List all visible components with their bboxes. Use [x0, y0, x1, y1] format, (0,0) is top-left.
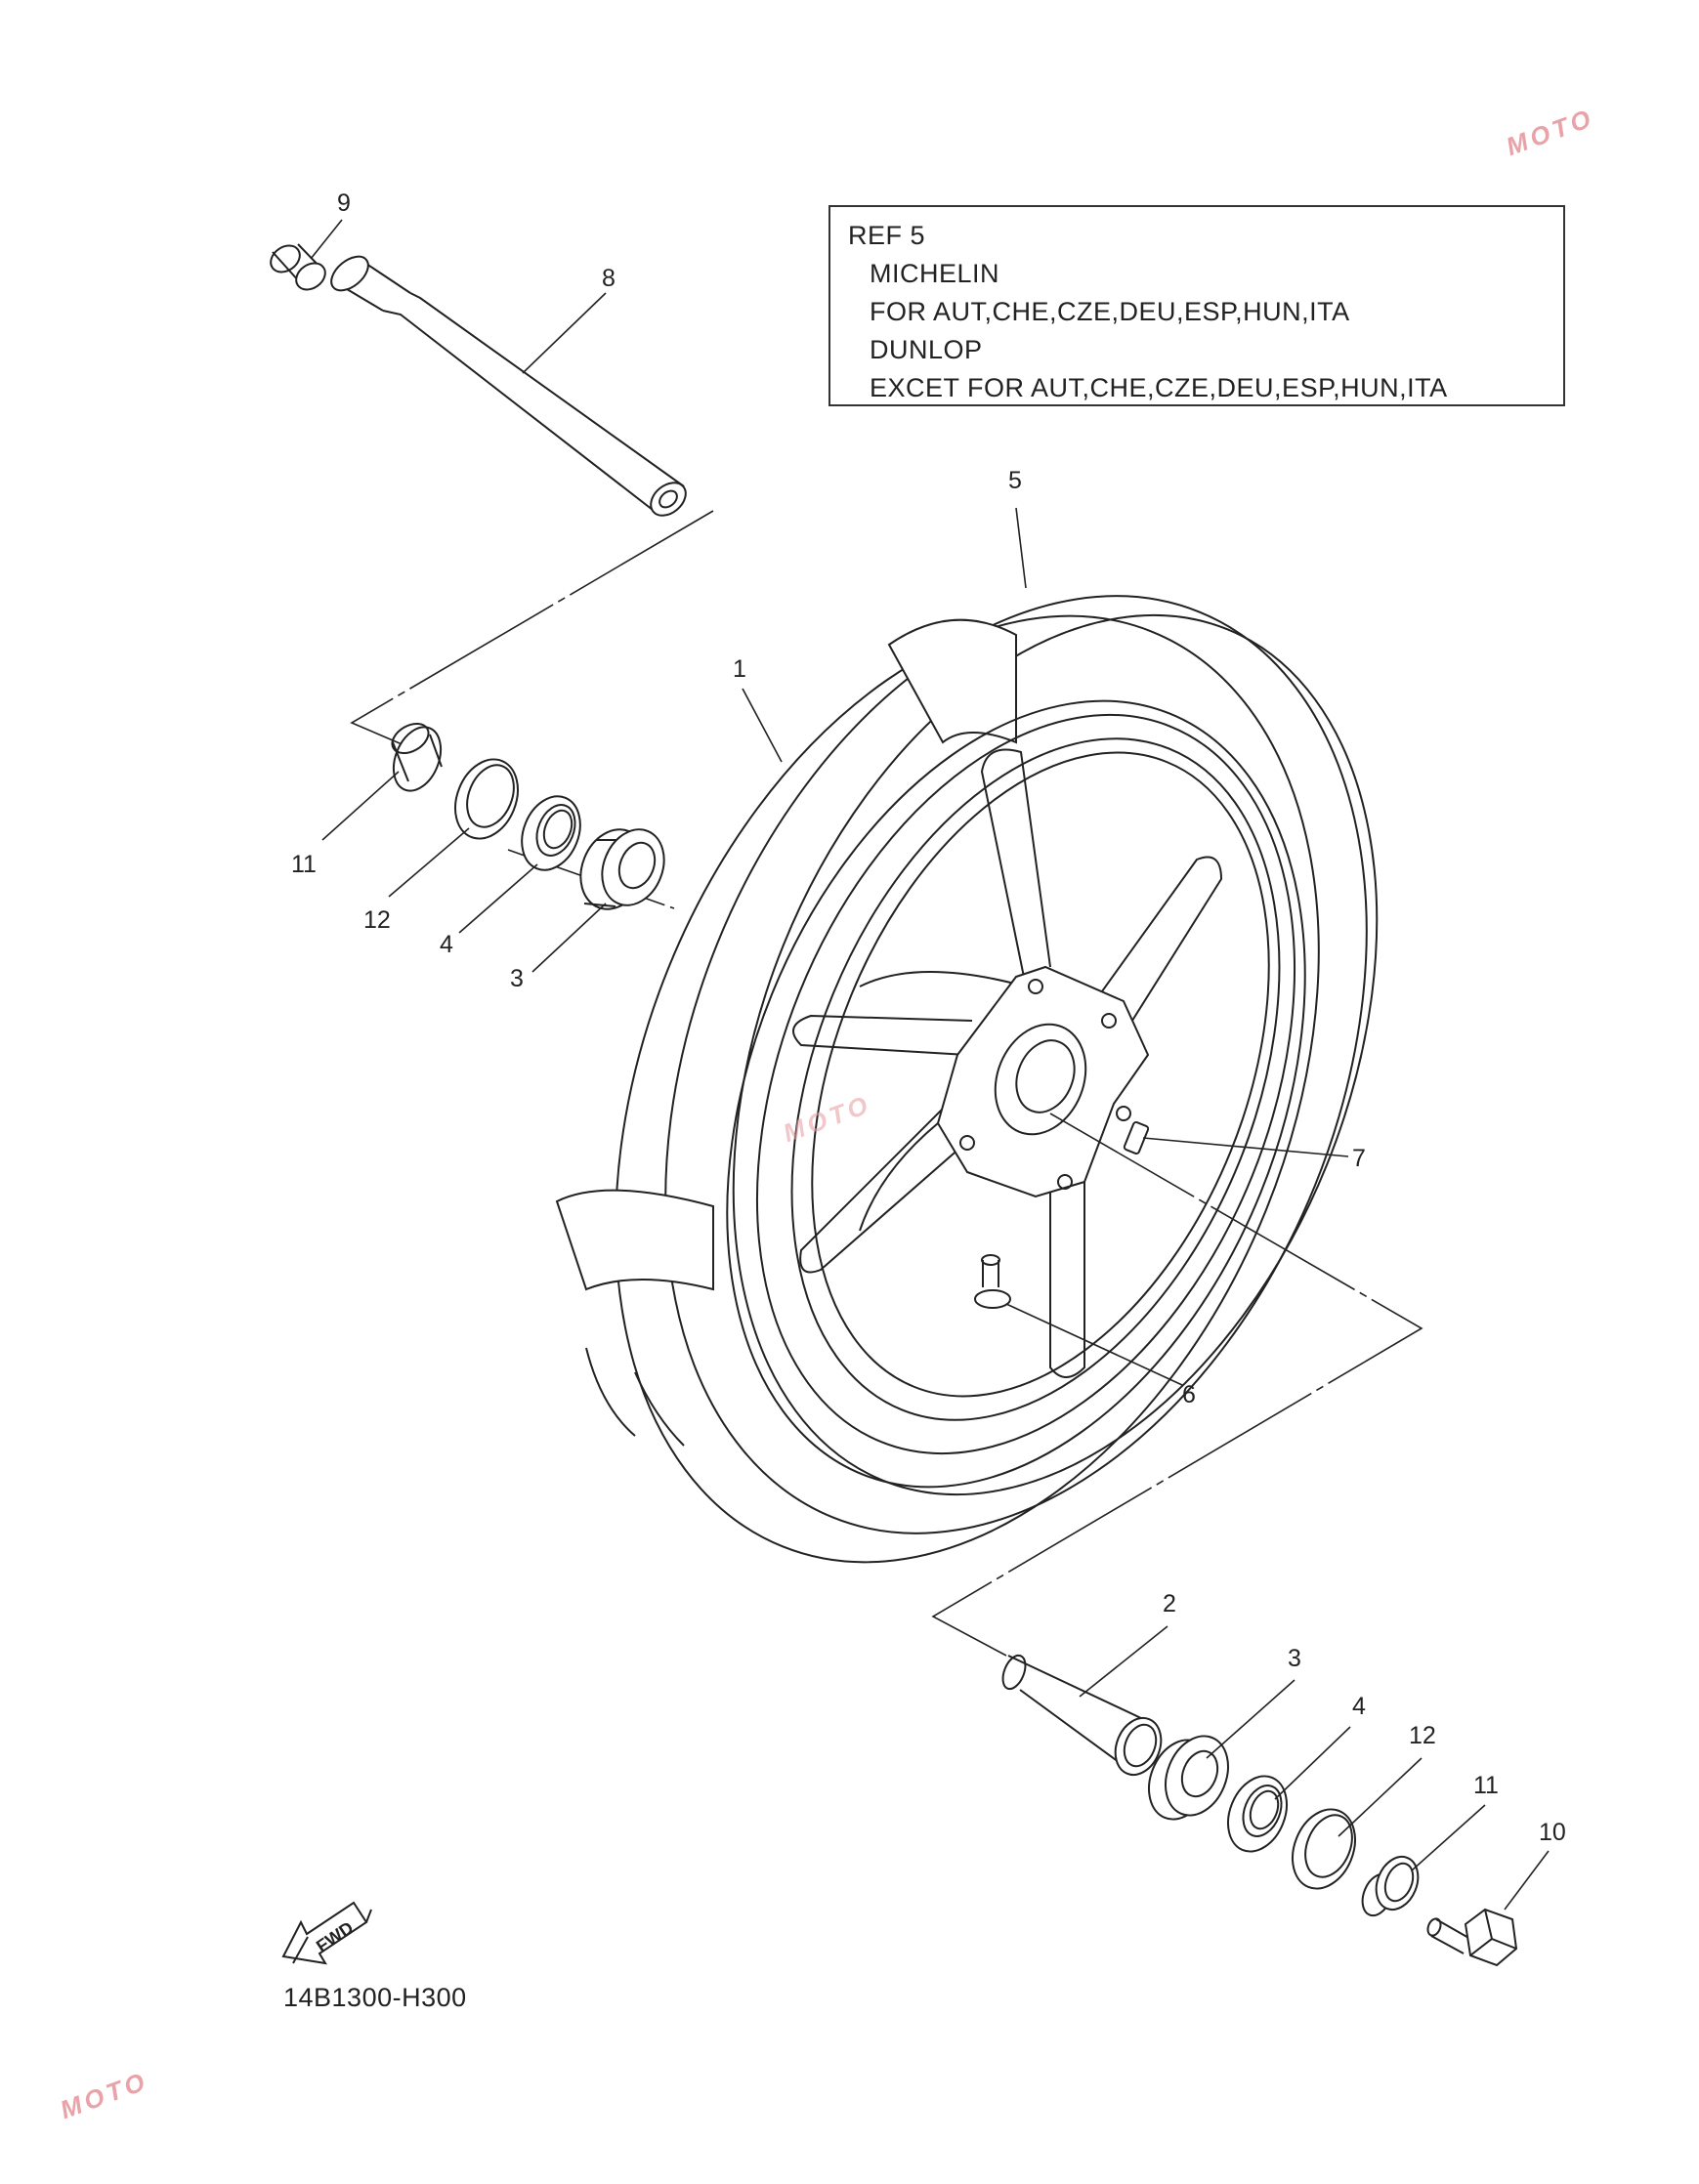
fwd-arrow-icon: FWD	[281, 1901, 372, 1965]
callout-9: 9	[337, 189, 351, 217]
part-11-collar-left	[391, 722, 443, 792]
diagram-code: 14B1300-H300	[283, 1983, 467, 2012]
callout-10: 10	[1539, 1819, 1566, 1846]
callout-12-left: 12	[363, 906, 391, 934]
part-5-tire	[555, 595, 1379, 1564]
callout-labels: 9 8 5 1 11 12 4 3 7 6 2 3 4 12 11 10	[291, 189, 1566, 1846]
part-2-spacer	[1001, 1654, 1163, 1777]
callout-11-left: 11	[291, 851, 317, 878]
part-1-rim	[726, 699, 1306, 1489]
part-7-balance-weight	[1123, 1121, 1150, 1155]
callout-3-left: 3	[510, 965, 524, 992]
part-3-bearing-left	[579, 828, 665, 910]
part-4-bearing-right	[1227, 1775, 1288, 1853]
callout-7: 7	[1352, 1145, 1366, 1172]
callout-4-left: 4	[440, 931, 453, 958]
ref-line-3: FOR AUT,CHE,CZE,DEU,ESP,HUN,ITA	[870, 297, 1350, 326]
callout-6: 6	[1182, 1381, 1196, 1408]
leader-lines	[310, 219, 1550, 1911]
part-12-oil-seal-right	[1292, 1808, 1356, 1890]
ref-line-5: EXCET FOR AUT,CHE,CZE,DEU,ESP,HUN,ITA	[870, 373, 1448, 402]
callout-3-right: 3	[1288, 1645, 1301, 1672]
callout-12-right: 12	[1409, 1722, 1436, 1749]
part-9-collar	[270, 243, 326, 291]
part-10-bolt	[1426, 1908, 1518, 1967]
callout-5: 5	[1008, 467, 1022, 494]
callout-11-right: 11	[1473, 1772, 1499, 1799]
wheel-hub	[936, 965, 1150, 1198]
assembly-line-lower	[931, 1113, 1423, 1657]
part-6-valve	[974, 1254, 1011, 1309]
ref-line-2: MICHELIN	[870, 259, 1000, 288]
callout-4-right: 4	[1352, 1693, 1366, 1720]
reference-note-box: REF 5 MICHELIN FOR AUT,CHE,CZE,DEU,ESP,H…	[828, 205, 1565, 406]
part-3-bearing-right	[1148, 1735, 1229, 1821]
ref-line-1: REF 5	[848, 221, 926, 250]
ref-line-4: DUNLOP	[870, 335, 983, 364]
callout-8: 8	[602, 265, 616, 292]
part-12-oil-seal-left	[454, 758, 519, 840]
rim-spokes	[792, 748, 1223, 1378]
callout-1: 1	[733, 655, 746, 683]
part-11-collar-right	[1361, 1855, 1420, 1917]
part-4-bearing-left	[521, 795, 581, 871]
callout-2: 2	[1163, 1590, 1176, 1617]
part-8-axle	[330, 255, 687, 517]
